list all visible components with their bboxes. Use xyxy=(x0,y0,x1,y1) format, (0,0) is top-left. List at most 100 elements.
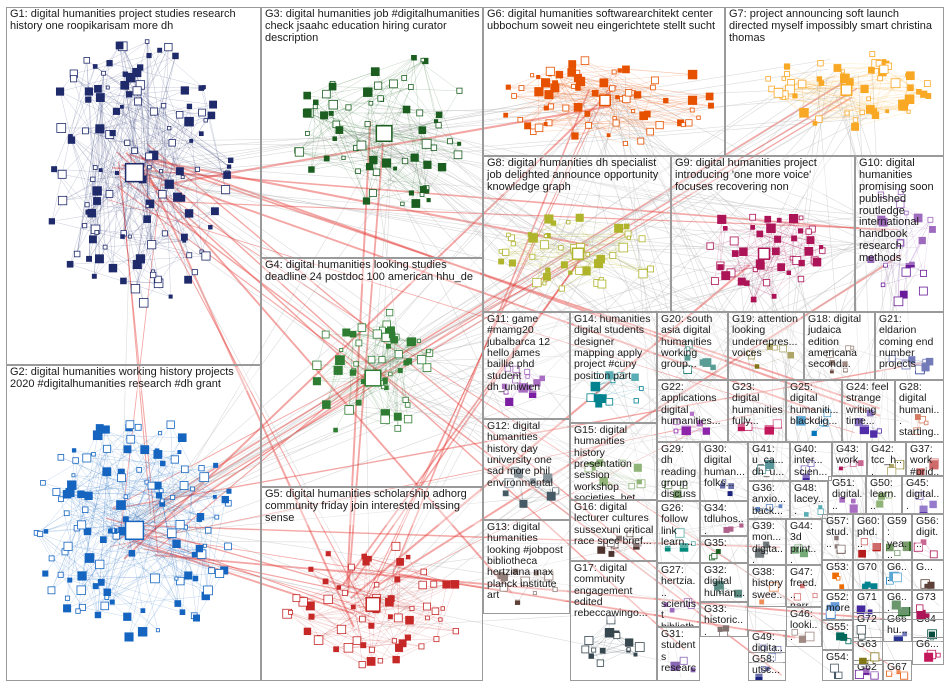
node[interactable] xyxy=(392,542,400,550)
node[interactable] xyxy=(625,90,631,96)
node[interactable] xyxy=(682,426,691,435)
group-g36[interactable]: G36: anxio... back... xyxy=(748,481,790,519)
node[interactable] xyxy=(634,399,638,403)
node[interactable] xyxy=(419,127,426,134)
node[interactable] xyxy=(420,193,424,197)
node[interactable] xyxy=(41,480,46,485)
node[interactable] xyxy=(506,398,513,405)
node[interactable] xyxy=(639,387,643,391)
node[interactable] xyxy=(813,121,817,125)
node[interactable] xyxy=(56,88,63,95)
node[interactable] xyxy=(930,551,937,558)
node[interactable] xyxy=(421,569,427,575)
node[interactable] xyxy=(389,372,393,376)
node[interactable] xyxy=(806,229,811,234)
node[interactable] xyxy=(227,165,230,168)
node[interactable] xyxy=(322,401,330,409)
node[interactable] xyxy=(93,431,102,440)
node[interactable] xyxy=(793,94,797,98)
node[interactable] xyxy=(548,104,553,109)
node[interactable] xyxy=(425,616,429,620)
node[interactable] xyxy=(544,122,547,125)
node[interactable] xyxy=(342,590,347,595)
node[interactable] xyxy=(158,48,162,52)
node[interactable] xyxy=(789,214,797,222)
node[interactable] xyxy=(95,612,101,618)
node[interactable] xyxy=(57,124,66,133)
node[interactable] xyxy=(612,70,616,74)
node[interactable] xyxy=(597,255,605,263)
group-g53[interactable]: G53: xyxy=(822,560,853,590)
node[interactable] xyxy=(58,572,63,577)
node[interactable] xyxy=(77,586,86,595)
node[interactable] xyxy=(574,74,581,81)
node[interactable] xyxy=(610,252,616,258)
node[interactable] xyxy=(165,180,173,188)
node[interactable] xyxy=(613,120,619,126)
node[interactable] xyxy=(373,169,379,175)
node[interactable] xyxy=(106,191,113,198)
node[interactable] xyxy=(359,661,365,667)
node[interactable] xyxy=(124,613,131,620)
node[interactable] xyxy=(619,243,628,252)
node[interactable] xyxy=(117,501,126,510)
node[interactable] xyxy=(708,103,713,108)
node[interactable] xyxy=(403,397,408,402)
node[interactable] xyxy=(766,76,771,81)
node[interactable] xyxy=(640,112,648,120)
node[interactable] xyxy=(569,271,572,274)
node[interactable] xyxy=(150,272,155,277)
node[interactable] xyxy=(150,108,157,115)
node[interactable] xyxy=(711,278,718,285)
node[interactable] xyxy=(342,156,345,159)
node[interactable] xyxy=(585,636,593,644)
node[interactable] xyxy=(165,43,172,50)
node[interactable] xyxy=(860,110,864,114)
node[interactable] xyxy=(800,108,809,117)
node[interactable] xyxy=(544,106,548,110)
node[interactable] xyxy=(129,550,135,556)
node[interactable] xyxy=(432,608,439,615)
node[interactable] xyxy=(531,74,534,77)
node[interactable] xyxy=(323,579,328,584)
node[interactable] xyxy=(544,234,547,237)
node[interactable] xyxy=(120,105,123,108)
group-g13[interactable]: G13: digital humanities looking #jobpost… xyxy=(483,520,570,614)
node[interactable] xyxy=(202,252,210,260)
node[interactable] xyxy=(58,196,66,204)
node[interactable] xyxy=(203,544,206,547)
node[interactable] xyxy=(751,297,756,302)
node[interactable] xyxy=(162,231,167,236)
node[interactable] xyxy=(105,595,109,599)
node[interactable] xyxy=(289,610,293,614)
group-g14[interactable]: G14: humanities digital students designe… xyxy=(570,312,657,423)
node[interactable] xyxy=(615,224,623,232)
node[interactable] xyxy=(458,142,461,145)
node[interactable] xyxy=(706,93,713,100)
node[interactable] xyxy=(908,85,914,91)
node[interactable] xyxy=(394,413,401,420)
node[interactable] xyxy=(422,139,431,148)
node[interactable] xyxy=(841,70,844,73)
node[interactable] xyxy=(85,203,89,207)
node[interactable] xyxy=(503,249,509,255)
node[interactable] xyxy=(148,241,156,249)
node[interactable] xyxy=(919,287,927,295)
node[interactable] xyxy=(920,270,926,276)
node[interactable] xyxy=(840,585,844,589)
node[interactable] xyxy=(410,606,414,610)
node[interactable] xyxy=(559,246,563,250)
node[interactable] xyxy=(346,105,351,110)
node[interactable] xyxy=(324,595,332,603)
group-g35[interactable]: G35: xyxy=(700,536,748,563)
node[interactable] xyxy=(634,653,637,656)
node[interactable] xyxy=(313,105,317,109)
node[interactable] xyxy=(360,616,366,622)
node[interactable] xyxy=(82,128,88,134)
node[interactable] xyxy=(697,116,700,119)
node[interactable] xyxy=(86,256,91,261)
node[interactable] xyxy=(313,100,318,105)
node[interactable] xyxy=(394,167,397,170)
node[interactable] xyxy=(606,398,613,405)
node[interactable] xyxy=(427,198,430,201)
